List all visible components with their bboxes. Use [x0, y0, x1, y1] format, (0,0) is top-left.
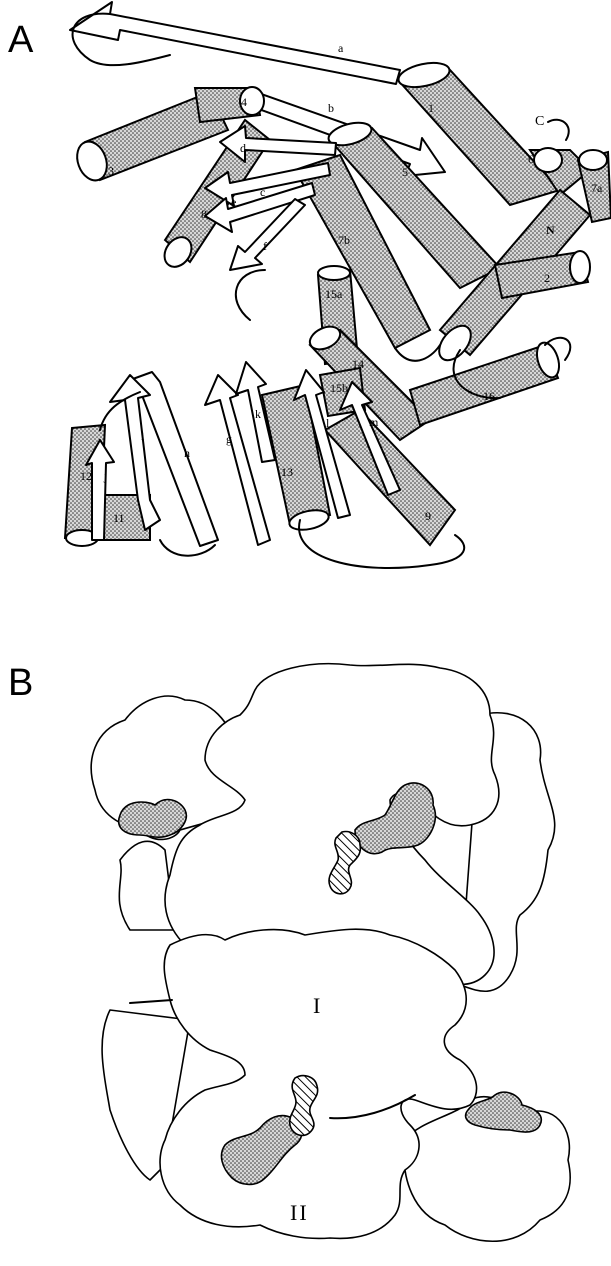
helix-label-15b: 15b [330, 381, 348, 395]
helix-label-3: 2 [544, 271, 550, 285]
domain-label-i: I [313, 993, 322, 1018]
helix-label-9: 9 [425, 509, 431, 523]
helix-label-2: 5 [402, 165, 408, 179]
n-terminus-label: N [546, 223, 555, 237]
helix-label-15a: 15a [325, 287, 343, 301]
helix-label-4: 7a [591, 181, 603, 195]
domain-label-ii: II [290, 1200, 309, 1225]
helix-label-13: 13 [281, 465, 293, 479]
strand-a: a [70, 2, 400, 84]
helix-label-6: 7b [338, 233, 350, 247]
helix-label-7a: 3 [108, 164, 114, 178]
panel-b-letter: B [8, 662, 33, 704]
coil-middle [236, 270, 265, 320]
stippled-site-upper-left [119, 800, 187, 838]
strand-label-j: j [103, 469, 107, 483]
strand-label-a: a [338, 41, 344, 55]
panel-a-letter: A [8, 19, 34, 61]
strand-label-d: d [240, 141, 246, 155]
helix-label-1: 1 [428, 101, 434, 115]
strand-label-i: i [141, 429, 145, 443]
boundary-line-left [130, 1000, 172, 1003]
strand-label-h: h [184, 446, 190, 460]
helix-label-5: 6 [528, 152, 534, 166]
c-terminus-label: C [535, 114, 544, 129]
strand-label-k: k [255, 407, 261, 421]
helix-label-12: 12 [80, 469, 92, 483]
panel-a-ribbon-diagram: a 1 b 3 4 [65, 2, 611, 568]
panel-a: A a 1 b 3 [8, 2, 611, 568]
strand-label-g: g [226, 432, 232, 446]
strand-label-b: b [328, 101, 334, 115]
panel-b: B I II [8, 662, 570, 1241]
coil-right [395, 345, 440, 361]
strand-label-f: f [263, 239, 267, 253]
panel-b-outline-diagram: I II [91, 664, 570, 1242]
strand-label-m: m [369, 415, 379, 429]
helix-label-7b: 4 [241, 95, 247, 109]
helix-7b: 4 [195, 87, 264, 122]
helix-label-16: 16 [483, 389, 495, 403]
strand-label-e: e [231, 195, 236, 209]
helix-label-11: 11 [113, 511, 125, 525]
